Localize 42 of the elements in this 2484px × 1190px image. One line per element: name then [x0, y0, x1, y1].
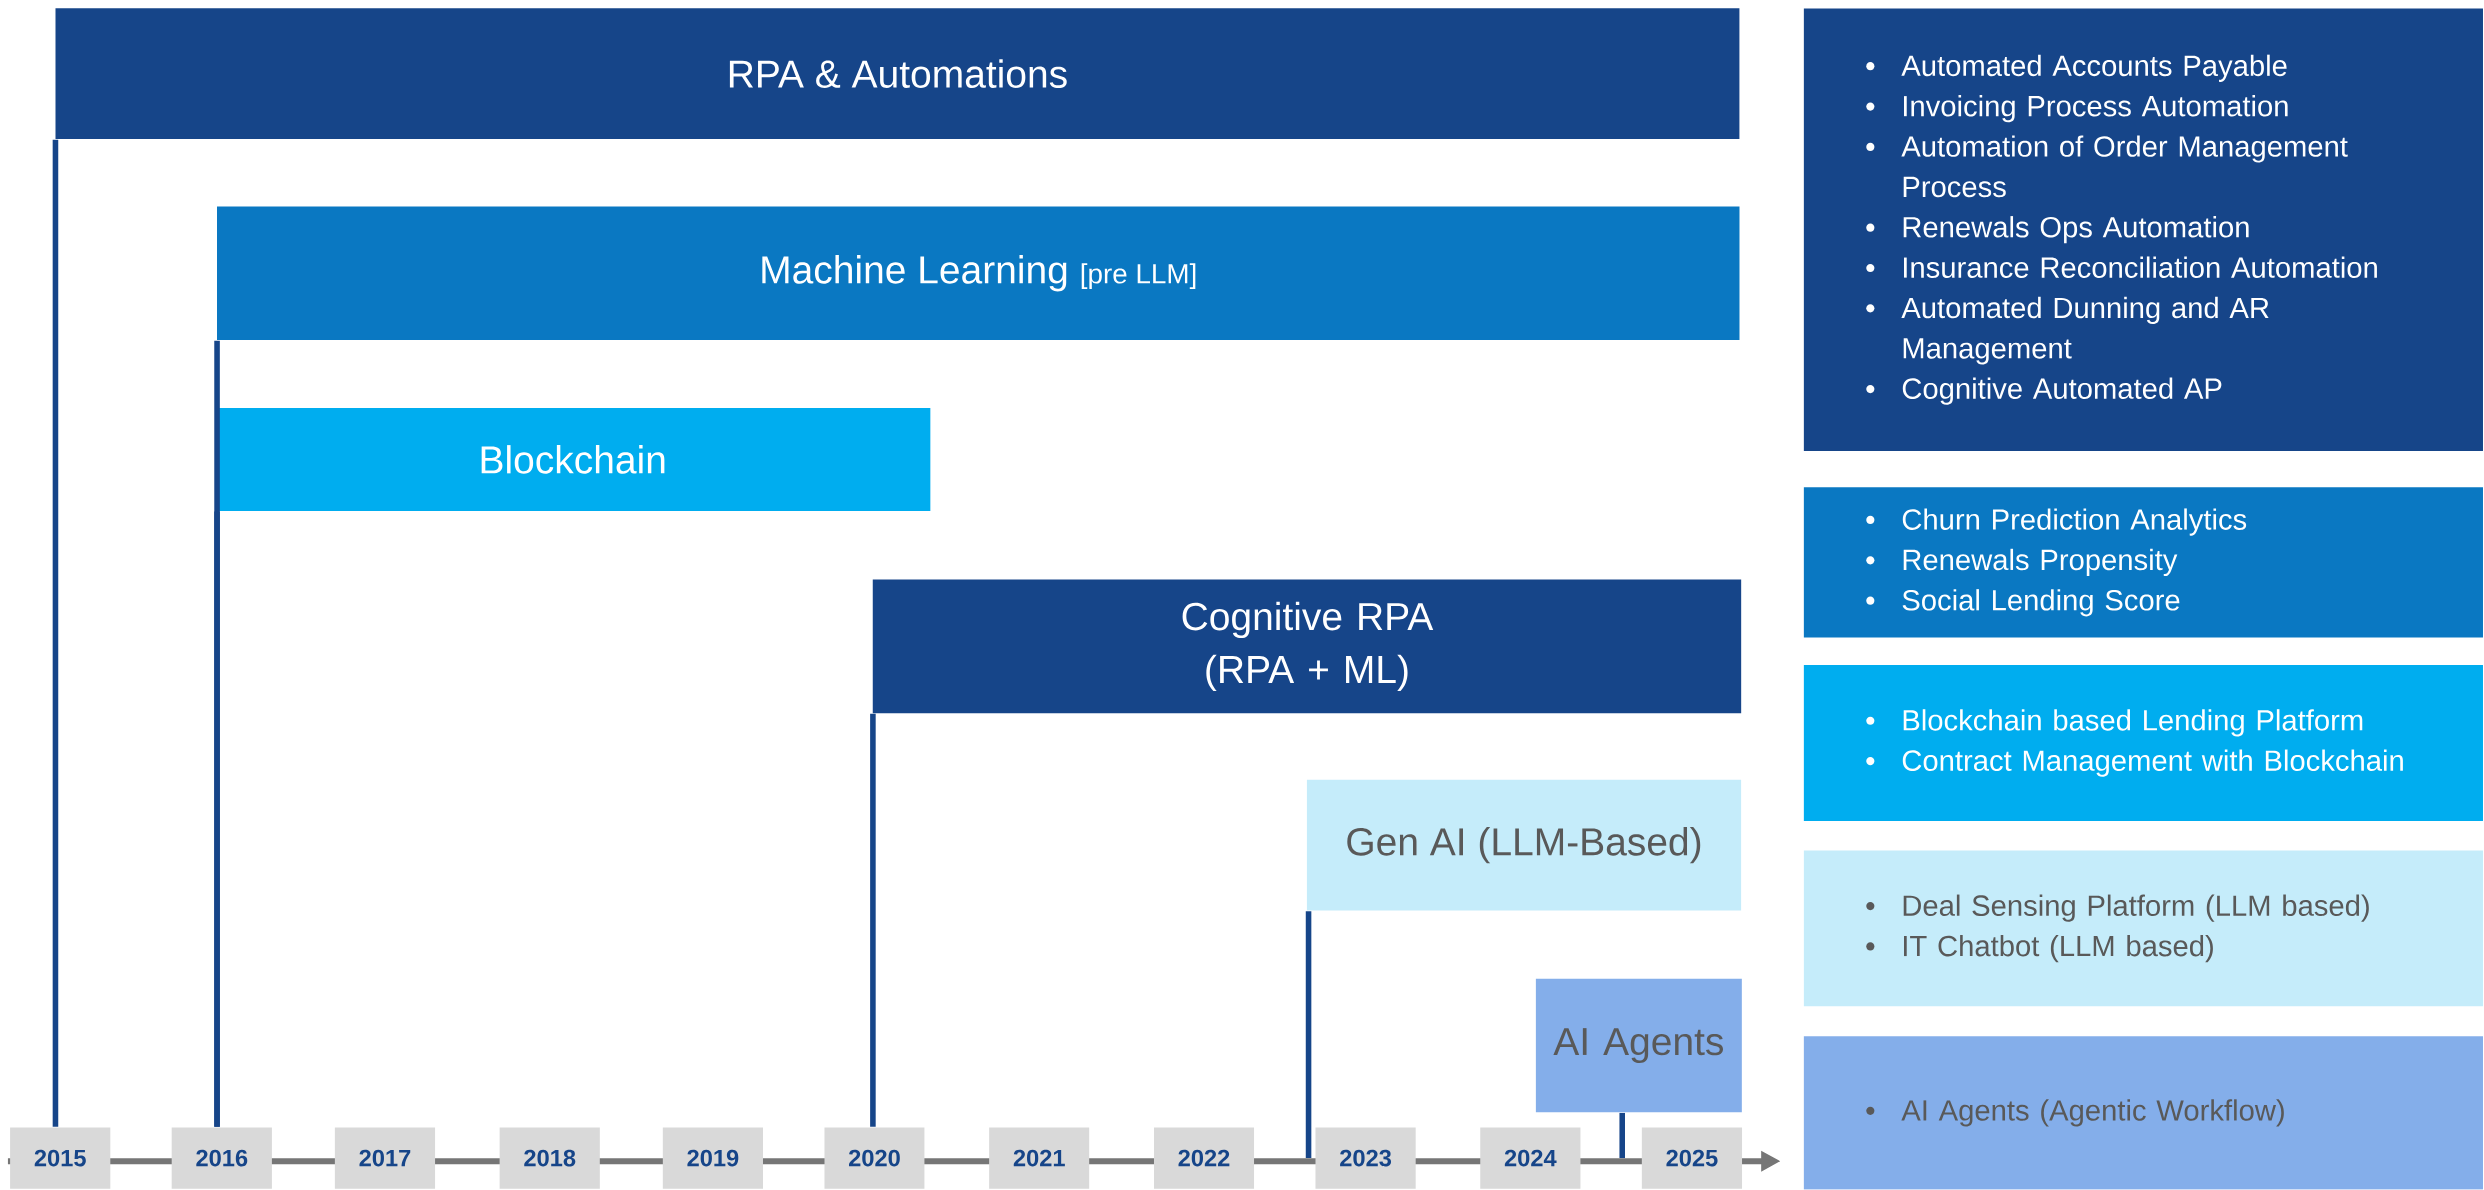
list-item: Renewals Ops Automation	[1866, 216, 2249, 244]
list-panel	[1803, 665, 2483, 822]
connector-line	[52, 139, 59, 1127]
list-item: AI Agents (Agentic Workflow)	[1866, 1099, 2284, 1127]
list-item: Social Lending Score	[1866, 589, 2180, 617]
year-box: 2025	[1641, 1127, 1743, 1189]
timeline-bar: Blockchain	[215, 408, 931, 512]
year-box: 2018	[499, 1127, 600, 1189]
list-panel	[1803, 8, 2483, 452]
year-box: 2015	[10, 1127, 111, 1189]
list-item: Churn Prediction Analytics	[1866, 508, 2247, 536]
list-item: Contract Management with Blockchain	[1866, 749, 2403, 777]
list-item: Blockchain based Lending Platform	[1866, 709, 2363, 737]
list-item: Automation of Order Management Process	[1866, 135, 2348, 198]
timeline-bar: AI Agents	[1535, 978, 1742, 1113]
timeline-bar: Machine Learning [pre LLM]	[217, 206, 1740, 341]
list-panel	[1803, 487, 2483, 638]
timeline-bar: Cognitive RPA (RPA + ML)	[872, 579, 1742, 714]
list-panel	[1803, 850, 2483, 1007]
list-item: Insurance Reconciliation Automation	[1866, 256, 2377, 279]
list-item: Invoicing Process Automation	[1866, 95, 2288, 123]
list-panel	[1803, 1036, 2483, 1190]
list-item: Cognitive Automated AP	[1866, 377, 2222, 405]
year-box: 2020	[824, 1127, 925, 1189]
year-box: 2021	[989, 1127, 1090, 1189]
list-item: Deal Sensing Platform (LLM based)	[1866, 894, 2369, 922]
year-box: 2016	[171, 1127, 272, 1189]
list-item: Automated Dunning and AR Management	[1866, 296, 2269, 365]
connector-line	[870, 713, 876, 1127]
list-item: Automated Accounts Payable	[1866, 54, 2287, 83]
connector-line	[1305, 911, 1312, 1159]
year-box: 2017	[334, 1127, 436, 1189]
timeline-bar: RPA & Automations	[55, 8, 1740, 140]
connector-line	[214, 511, 220, 1127]
year-box: 2019	[662, 1127, 763, 1189]
connector-line	[1619, 1113, 1625, 1159]
list-item: IT Chatbot (LLM based)	[1866, 935, 2213, 963]
timeline-bar: Gen AI (LLM-Based)	[1306, 779, 1742, 911]
list-item: Renewals Propensity	[1866, 548, 2178, 577]
year-box: 2023	[1315, 1127, 1416, 1189]
year-box: 2022	[1153, 1127, 1255, 1189]
year-box: 2024	[1480, 1127, 1581, 1189]
